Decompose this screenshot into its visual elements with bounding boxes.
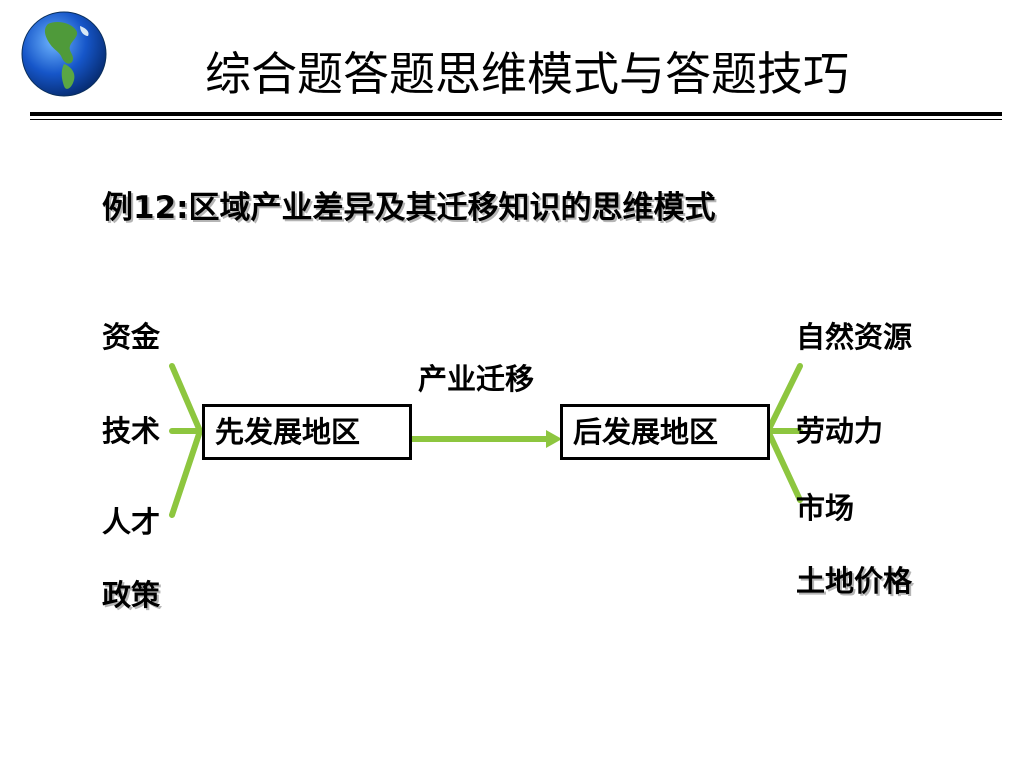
migration-arrowhead xyxy=(546,430,562,448)
slide-title: 综合题答题思维模式与答题技巧 xyxy=(205,47,849,101)
connector-talent xyxy=(169,428,203,518)
factor-labor: 劳动力 xyxy=(796,414,884,448)
source-region-box: 先发展地区 xyxy=(202,404,412,460)
factor-technology: 技术 xyxy=(102,414,161,448)
factor-policy: 政策 xyxy=(102,578,161,612)
migration-label: 产业迁移 xyxy=(418,362,535,396)
factor-land-price: 土地价格 xyxy=(796,564,913,598)
connector-market xyxy=(765,428,803,503)
connector-natural-resources xyxy=(765,363,803,434)
factor-talent: 人才 xyxy=(102,505,161,539)
factor-natural-resources: 自然资源 xyxy=(796,320,913,354)
factor-capital: 资金 xyxy=(102,320,161,354)
connector-capital xyxy=(169,363,203,434)
factor-market: 市场 xyxy=(796,491,855,525)
target-region-box: 后发展地区 xyxy=(560,404,770,460)
title-divider-thin xyxy=(30,119,1002,120)
title-divider xyxy=(30,112,1002,116)
example-subtitle: 例12:区域产业差异及其迁移知识的思维模式 xyxy=(102,190,716,226)
globe-logo-icon xyxy=(21,11,107,97)
